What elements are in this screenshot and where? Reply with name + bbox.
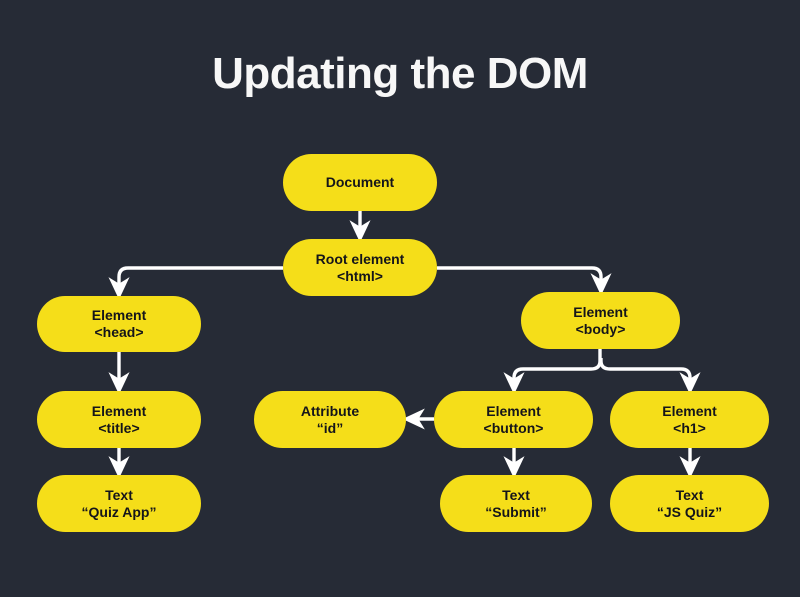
- node-document[interactable]: Document: [283, 154, 437, 211]
- node-attribute-line2: “id”: [316, 419, 344, 436]
- node-head-line1: Element: [91, 307, 147, 324]
- edge-root-head: [108, 266, 283, 300]
- node-button-line2: <button>: [483, 419, 544, 436]
- node-text_submit[interactable]: Text“Submit”: [440, 475, 592, 532]
- node-body[interactable]: Element<body>: [521, 292, 680, 349]
- node-button-line1: Element: [486, 402, 541, 419]
- node-attribute[interactable]: Attribute“id”: [254, 391, 406, 448]
- node-text_quiz-line2: “Quiz App”: [81, 503, 157, 520]
- node-title_el-line1: Element: [91, 402, 147, 419]
- node-title_el[interactable]: Element<title>: [37, 391, 201, 448]
- node-text_quiz-line1: Text: [105, 486, 133, 503]
- page-title: Updating the DOM: [212, 49, 588, 98]
- node-text_submit-line1: Text: [502, 486, 530, 503]
- node-text_jsquiz[interactable]: Text“JS Quiz”: [610, 475, 769, 532]
- edge-root-body: [437, 266, 612, 296]
- node-button[interactable]: Element<button>: [434, 391, 593, 448]
- node-attribute-line1: Attribute: [300, 402, 360, 419]
- edge-body-button: [503, 349, 602, 395]
- node-text_jsquiz-line1: Text: [675, 486, 704, 503]
- node-h1-line1: Element: [662, 402, 717, 419]
- node-body-line1: Element: [573, 303, 628, 320]
- node-root-line2: <html>: [337, 267, 383, 284]
- node-head[interactable]: Element<head>: [37, 296, 201, 352]
- node-body-line2: <body>: [575, 320, 626, 337]
- node-h1[interactable]: Element<h1>: [610, 391, 769, 448]
- node-document-line1: Document: [325, 174, 395, 191]
- edge-body-h1: [599, 358, 701, 395]
- node-root[interactable]: Root element<html>: [283, 239, 437, 296]
- node-head-line2: <head>: [94, 324, 144, 340]
- node-h1-line2: <h1>: [673, 419, 706, 436]
- node-text_jsquiz-line2: “JS Quiz”: [656, 503, 723, 520]
- node-title_el-line2: <title>: [98, 419, 140, 436]
- node-text_quiz[interactable]: Text“Quiz App”: [37, 475, 201, 532]
- node-text_submit-line2: “Submit”: [485, 503, 547, 520]
- node-root-line1: Root element: [315, 250, 405, 267]
